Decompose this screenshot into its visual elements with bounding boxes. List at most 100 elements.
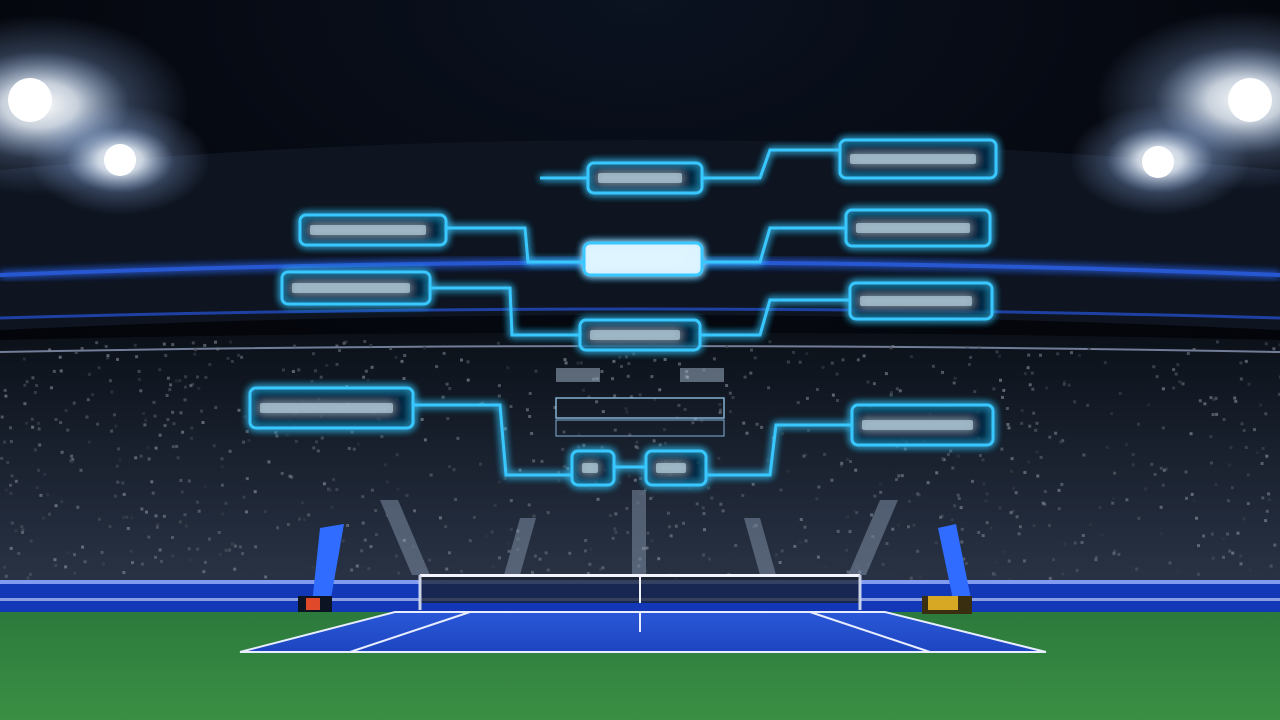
crowd-speck — [187, 547, 191, 551]
crowd-speck — [147, 535, 151, 539]
crowd-speck — [749, 371, 753, 375]
crowd-speck — [846, 570, 850, 574]
crowd-speck — [1002, 388, 1006, 392]
crowd-speck — [242, 440, 246, 444]
crowd-speck — [1197, 544, 1200, 548]
center-scoreboard — [555, 368, 725, 437]
crowd-speck — [1255, 450, 1259, 454]
crowd-speck — [678, 362, 681, 366]
crowd-speck — [755, 422, 759, 426]
crowd-speck — [674, 524, 678, 528]
crowd-speck — [288, 474, 292, 478]
crowd-speck — [841, 358, 845, 362]
crowd-speck — [854, 468, 858, 472]
crowd-speck — [568, 551, 572, 555]
crowd-speck — [1028, 383, 1032, 387]
crowd-speck — [702, 553, 705, 557]
crowd-speck — [411, 545, 415, 548]
crowd-speck — [625, 506, 629, 510]
crowd-speck — [561, 447, 565, 451]
crowd-speck — [140, 562, 144, 566]
crowd-speck — [653, 358, 657, 362]
crowd-speck — [1094, 558, 1098, 562]
crowd-speck — [816, 555, 820, 559]
crowd-speck — [364, 369, 368, 373]
crowd-speck — [158, 548, 162, 552]
crowd-speck — [402, 377, 406, 380]
crowd-speck — [1159, 466, 1163, 470]
crowd-speck — [836, 529, 840, 533]
crowd-speck — [956, 493, 960, 497]
crowd-speck — [145, 510, 148, 514]
crowd-speck — [1168, 561, 1172, 565]
crowd-speck — [130, 516, 134, 520]
crowd-speck — [17, 552, 21, 555]
crowd-speck — [1278, 343, 1280, 347]
crowd-speck — [121, 481, 125, 485]
crowd-speck — [1233, 396, 1237, 400]
crowd-speck — [611, 377, 614, 381]
crowd-speck — [1112, 552, 1116, 556]
crowd-speck — [70, 454, 74, 458]
crowd-speck — [743, 375, 747, 379]
crowd-speck — [805, 352, 809, 356]
crowd-speck — [766, 458, 770, 462]
crowd-speck — [72, 401, 76, 405]
crowd-speck — [316, 449, 320, 453]
crowd-speck — [981, 534, 985, 538]
crowd-speck — [601, 566, 605, 570]
crowd-speck — [14, 529, 18, 533]
crowd-speck — [546, 568, 550, 572]
crowd-speck — [1006, 423, 1010, 426]
crowd-speck — [642, 546, 646, 550]
crowd-speck — [719, 502, 723, 506]
crowd-speck — [1269, 564, 1273, 568]
crowd-speck — [951, 466, 955, 470]
crowd-speck — [253, 490, 257, 494]
crowd-speck — [1067, 383, 1071, 387]
crowd-speck — [154, 514, 158, 518]
crowd-speck — [725, 384, 729, 387]
crowd-speck — [939, 515, 943, 519]
crowd-speck — [342, 341, 346, 345]
crowd-speck — [174, 379, 178, 383]
crowd-speck — [586, 572, 590, 576]
crowd-speck — [1137, 516, 1141, 520]
crowd-speck — [793, 544, 797, 548]
crowd-speck — [1056, 352, 1060, 356]
crowd-speck — [918, 574, 922, 578]
crowd-speck — [563, 358, 567, 362]
crowd-speck — [903, 447, 907, 451]
crowd-speck — [445, 382, 449, 386]
crowd-speck — [146, 446, 150, 450]
crowd-speck — [370, 488, 374, 492]
crowd-speck — [1152, 365, 1156, 369]
crowd-speck — [676, 544, 680, 548]
crowd-speck — [635, 440, 639, 444]
crowd-speck — [48, 512, 51, 516]
crowd-speck — [1240, 545, 1244, 549]
crowd-speck — [178, 520, 182, 524]
crowd-speck — [823, 452, 827, 456]
crowd-speck — [385, 513, 389, 517]
crowd-speck — [208, 537, 211, 541]
crowd-speck — [540, 459, 544, 463]
bracket-box-glyphs — [598, 173, 682, 183]
bracket-box-glyphs — [582, 463, 598, 473]
crowd-speck — [466, 378, 470, 382]
crowd-speck — [108, 379, 112, 383]
crowd-speck — [1242, 429, 1246, 432]
crowd-speck — [491, 565, 495, 568]
crowd-speck — [137, 377, 141, 381]
crowd-speck — [507, 549, 511, 553]
crowd-speck — [442, 351, 446, 355]
crowd-speck — [347, 446, 351, 450]
crowd-speck — [238, 545, 242, 549]
crowd-speck — [95, 341, 99, 345]
crowd-speck — [1195, 516, 1198, 520]
crowd-speck — [506, 366, 510, 370]
crowd-speck — [83, 560, 87, 564]
crowd-speck — [881, 562, 885, 566]
crowd-speck — [35, 486, 39, 490]
crowd-speck — [566, 467, 570, 470]
